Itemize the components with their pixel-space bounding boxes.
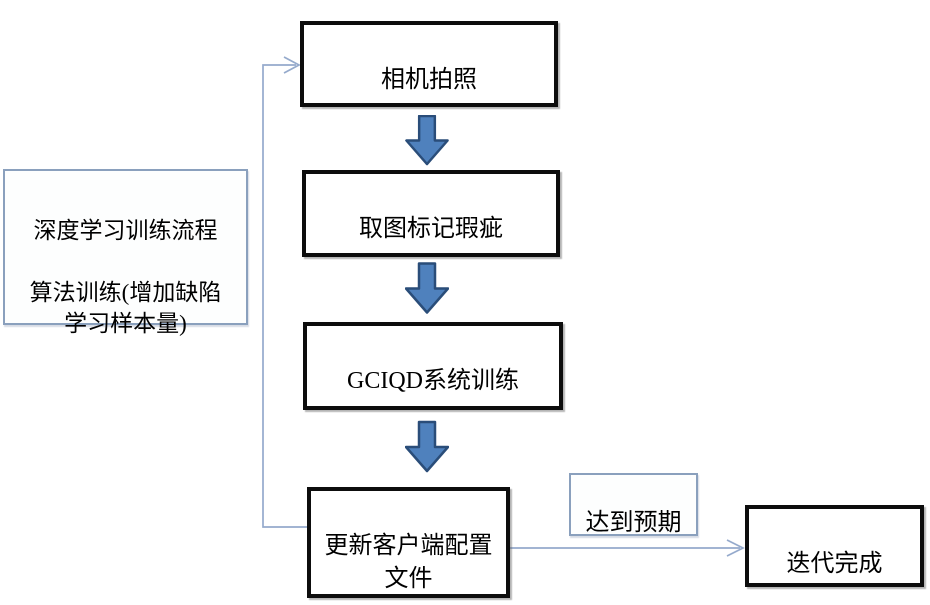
node-update-config: 更新客户端配置 文件 <box>307 487 510 598</box>
result-arrowhead-icon <box>726 539 745 557</box>
node-update-config-label: 更新客户端配置 文件 <box>324 533 493 592</box>
side-note-text: 深度学习训练流程 算法训练(增加缺陷 学习样本量) <box>29 218 222 336</box>
arrow-down-icon <box>405 262 449 314</box>
node-iteration-done: 迭代完成 <box>745 505 924 587</box>
flow-arrow-down-1 <box>405 115 449 166</box>
arrow-down-icon <box>405 420 449 473</box>
feedback-arrowhead-icon <box>283 56 301 74</box>
node-mark-defects: 取图标记瑕疵 <box>302 170 560 257</box>
arrow-down-icon <box>405 115 449 166</box>
node-camera-label: 相机拍照 <box>381 67 477 93</box>
feedback-connector-line <box>262 64 307 528</box>
node-gciqd-training-label: GCIQD系统训练 <box>347 368 519 394</box>
node-gciqd-training: GCIQD系统训练 <box>303 322 563 410</box>
condition-label-box: 达到预期 <box>569 473 698 536</box>
node-iteration-done-label: 迭代完成 <box>786 551 883 577</box>
side-note-box: 深度学习训练流程 算法训练(增加缺陷 学习样本量) <box>3 169 248 336</box>
flow-arrow-down-2 <box>405 262 449 315</box>
flow-arrow-down-3 <box>405 420 449 474</box>
condition-label-text: 达到预期 <box>585 510 682 536</box>
node-mark-defects-label: 取图标记瑕疵 <box>359 216 503 242</box>
node-camera: 相机拍照 <box>300 21 558 107</box>
